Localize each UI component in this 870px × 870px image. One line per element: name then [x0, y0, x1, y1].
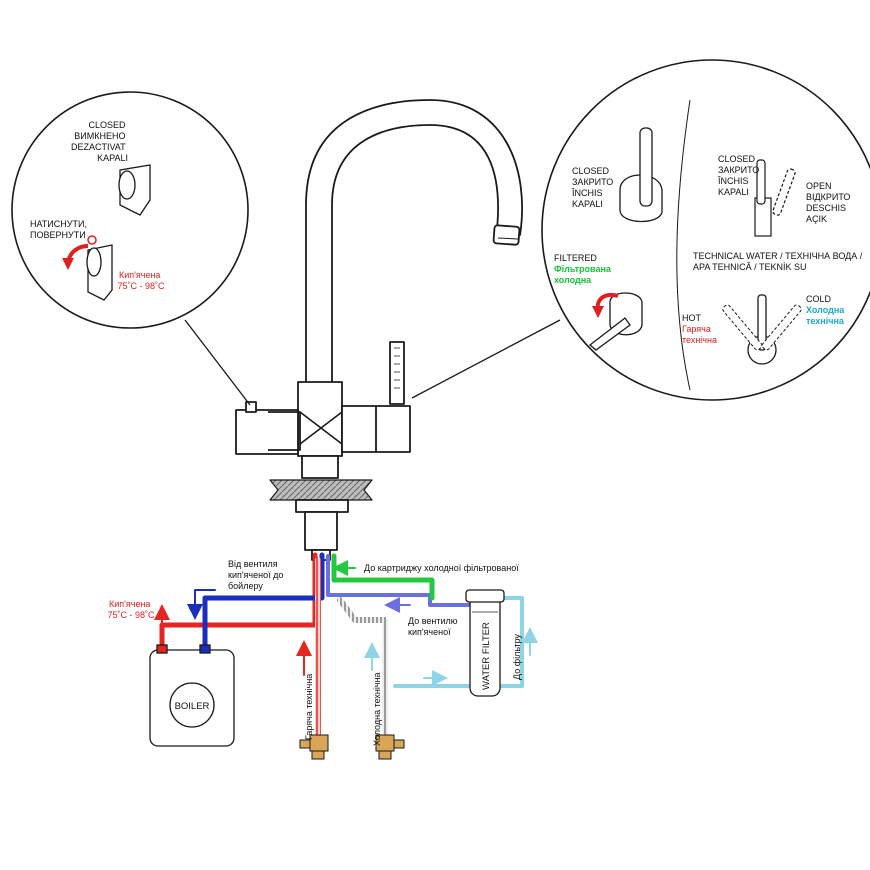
left-push-turn-label: НАТИСНУТИ, ПОВЕРНУТИ — [30, 219, 89, 240]
technical-lever — [389, 341, 405, 405]
filtered-label: FILTERED — [554, 253, 597, 263]
to-filtered-cartridge-label: До картриджу холодної фільтрованої — [364, 563, 519, 573]
right-filtered-closed-label: CLOSED ЗАКРИТО ÎNCHIS KAPALI — [571, 166, 616, 209]
boiler-return-pipe — [202, 552, 325, 648]
water-filter — [465, 589, 505, 697]
cold-technical-pipe-label: Холодна технічна — [372, 672, 382, 746]
cold-ua-label: Холодна технічна — [806, 305, 847, 326]
right-inset — [411, 59, 870, 401]
faucet-spout — [305, 99, 523, 382]
hot-technical-pipe-label: Гаряча технічна — [304, 674, 314, 740]
hot-label: HOT — [682, 313, 702, 323]
to-boiled-valve-label: До вентилю кип'яченої — [408, 616, 460, 637]
to-filter-label: До фільтру — [512, 634, 522, 680]
angle-valves — [299, 734, 405, 760]
left-handle-cap — [245, 401, 257, 413]
mounting-plate — [269, 479, 373, 501]
cold-technical-pipe — [337, 597, 388, 738]
faucet — [235, 99, 523, 561]
from-boiler-valve-label: Від вентиля кип'яченої до бойлеру — [228, 559, 286, 591]
tech-closed-label: CLOSED ЗАКРИТО ÎNCHIS KAPALI — [717, 154, 762, 197]
pipes — [154, 552, 538, 738]
left-inset — [11, 91, 251, 406]
water-filter-label: WATER FILTER — [481, 622, 492, 690]
cold-label: COLD — [806, 294, 832, 304]
boiler-label: BOILER — [175, 701, 210, 712]
hot-ua-label: Гаряча технічна — [682, 324, 717, 345]
left-handle — [235, 409, 299, 455]
left-closed-label: CLOSED ВИМКНЕНО DEZACTIVAT KAPALI — [71, 120, 128, 163]
filtered-ua-label: Фільтрована холодна — [554, 264, 613, 285]
tech-open-label: OPEN ВІДКРИТО DESCHIS AÇIK — [806, 181, 853, 224]
spout-aerator — [492, 224, 521, 246]
faucet-body — [297, 381, 343, 457]
technical-water-label: TECHNICAL WATER / ТЕХНІЧНА ВОДА / APA TE… — [693, 251, 865, 272]
left-boiled-label: Кип'ячена 75˚C - 98˚C — [117, 270, 165, 291]
boiled-pipe-label: Кип'ячена 75˚C - 98˚C — [107, 599, 155, 620]
boiler — [149, 644, 235, 747]
